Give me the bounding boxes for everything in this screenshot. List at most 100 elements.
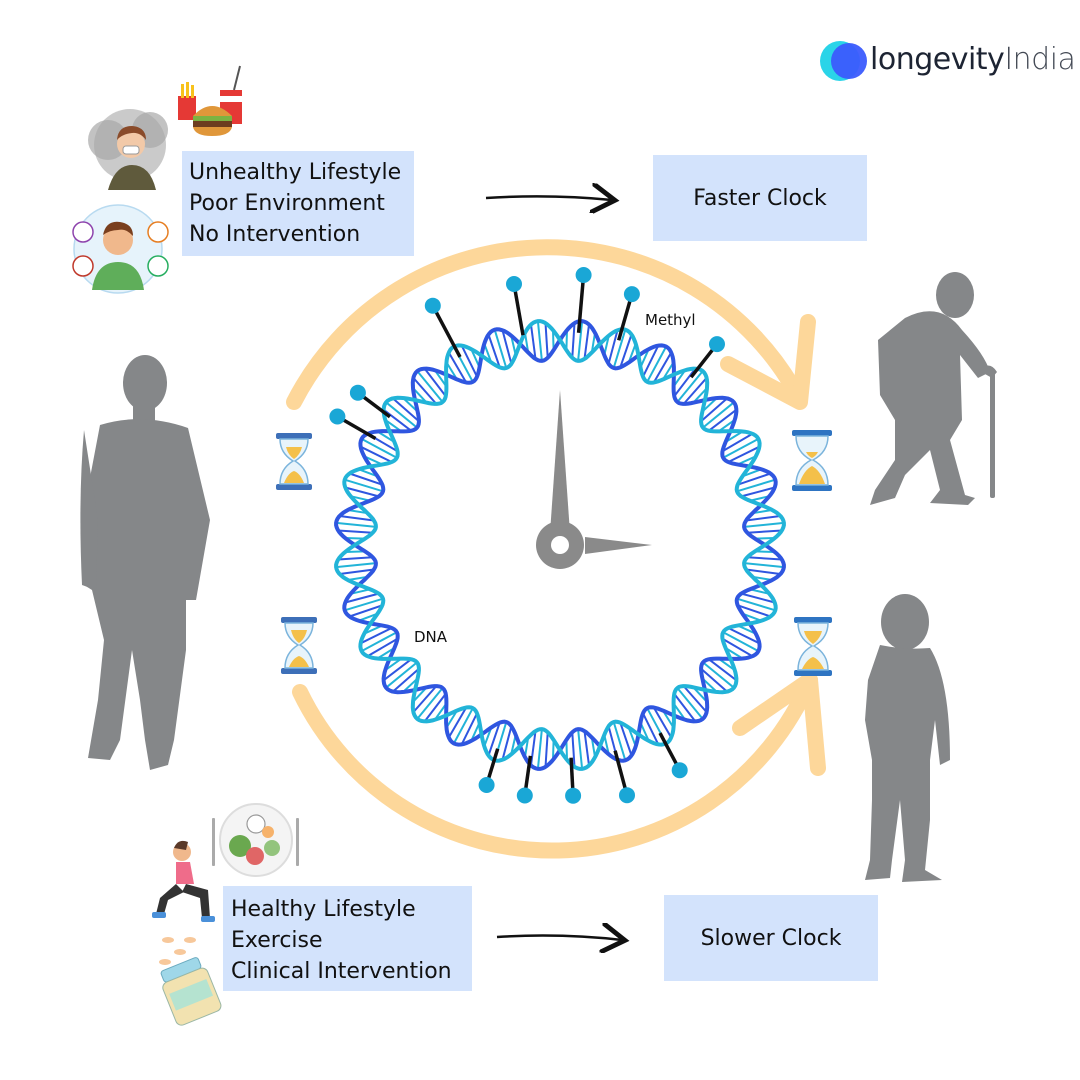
dna-rung — [447, 351, 468, 384]
dna-rung — [361, 438, 398, 459]
dna-rung — [736, 478, 776, 493]
dna-rung — [339, 568, 375, 575]
dna-rung — [382, 658, 412, 682]
dna-rung — [577, 728, 584, 770]
dna-rung — [676, 370, 704, 403]
dna-rung — [722, 631, 759, 652]
sick-person-germs-icon — [72, 204, 169, 294]
dna-rung — [460, 345, 478, 378]
methyl-stick — [431, 304, 462, 358]
methyl-dot — [516, 787, 533, 804]
dna-rung — [673, 693, 697, 723]
dna-rung — [336, 521, 376, 528]
dna-rung — [745, 515, 781, 522]
slower-clock-box: Slower Clock — [664, 895, 878, 981]
brand-name: longevityIndia — [870, 42, 1076, 77]
dna-rung — [682, 377, 708, 405]
methyl-dot — [709, 336, 725, 353]
dna-rung — [702, 401, 735, 429]
dna-rung — [682, 685, 708, 713]
dna-rung — [743, 562, 785, 569]
dna-rung — [544, 323, 549, 358]
dna-rung — [676, 687, 704, 720]
top-arc-arrowhead — [720, 314, 816, 410]
methyl-dot — [329, 408, 346, 425]
dna-rung — [339, 515, 375, 522]
healthy-plate-icon — [212, 803, 299, 877]
dna-rung — [453, 707, 474, 744]
dna-rung — [361, 631, 398, 652]
factor-line: Poor Environment — [189, 191, 385, 216]
dna-rung — [536, 728, 543, 770]
dna-rung — [344, 478, 384, 493]
methyl-dot — [671, 762, 688, 779]
dna-rung — [530, 324, 537, 360]
factor-line: Healthy Lifestyle — [231, 897, 416, 922]
faster-clock-box: Faster Clock — [653, 155, 867, 241]
exercising-woman-icon — [152, 840, 215, 922]
slower-clock-label: Slower Clock — [700, 925, 842, 951]
dna-rung — [423, 693, 447, 723]
faster-clock-label: Faster Clock — [693, 185, 827, 211]
arrow-to-slower-clock — [496, 936, 622, 940]
dna-rung — [345, 592, 379, 604]
healthy-factors-box: Healthy Lifestyle Exercise Clinical Inte… — [223, 886, 472, 991]
dna-rung — [721, 637, 754, 658]
methyl-stick — [617, 293, 634, 341]
dna-rung — [646, 346, 667, 383]
fast-food-icon — [178, 65, 242, 136]
dna-rung — [385, 401, 418, 429]
dna-rung — [385, 661, 418, 689]
dna-rung — [544, 732, 549, 767]
dna-rung — [423, 367, 447, 397]
dna-rung — [345, 486, 379, 498]
dna-rung — [741, 486, 775, 498]
bottom-arc-arrowhead — [732, 672, 826, 776]
methyl-dot — [565, 787, 582, 804]
dna-rung — [727, 445, 760, 463]
dna-rung — [338, 529, 373, 534]
dna-rung — [571, 323, 576, 358]
dna-rung — [673, 367, 697, 397]
dna-strand — [334, 319, 786, 771]
unhealthy-factors-box: Unhealthy Lifestyle Poor Environment No … — [182, 151, 414, 256]
dna-label: DNA — [414, 628, 448, 646]
dna-rung — [366, 637, 399, 658]
dna-rung — [737, 604, 771, 618]
methyl-groups — [329, 267, 725, 804]
dna-rung — [583, 730, 590, 766]
dna-rung — [501, 330, 513, 364]
methyl-dot — [575, 267, 592, 283]
dna-rung — [708, 658, 738, 682]
brand-name-part1: longevity — [870, 42, 1005, 77]
brand-name-part2: India — [1004, 42, 1076, 77]
hourglass-icon — [276, 433, 312, 490]
brand-logo-icon — [820, 41, 867, 81]
vitamin-bottle-icon — [159, 937, 222, 1026]
dna-rung — [336, 562, 376, 569]
dna-rung — [702, 661, 735, 689]
dna-rung — [577, 321, 584, 361]
methyl-dot — [478, 777, 495, 793]
hourglass-icon — [792, 430, 832, 491]
methyl-dot — [619, 787, 635, 804]
dna-rung — [382, 408, 412, 432]
factor-line: No Intervention — [189, 222, 361, 247]
dna-rung — [501, 726, 513, 760]
dna-rung — [700, 667, 728, 693]
dna-rung — [721, 432, 754, 453]
dna-rung — [747, 529, 782, 534]
top-arc — [286, 239, 808, 410]
dna-rung — [727, 627, 760, 645]
dna-rung — [416, 687, 444, 720]
dna-rung — [747, 556, 782, 561]
factor-line: Clinical Intervention — [231, 959, 452, 984]
dna-rung — [583, 324, 590, 360]
dna-rung — [530, 730, 537, 766]
hourglass-icon — [281, 617, 317, 674]
dna-rung — [571, 732, 576, 767]
dna-rung — [741, 592, 775, 604]
elderly-man-with-cane-silhouette-icon — [870, 272, 997, 505]
dna-rung — [736, 597, 776, 612]
